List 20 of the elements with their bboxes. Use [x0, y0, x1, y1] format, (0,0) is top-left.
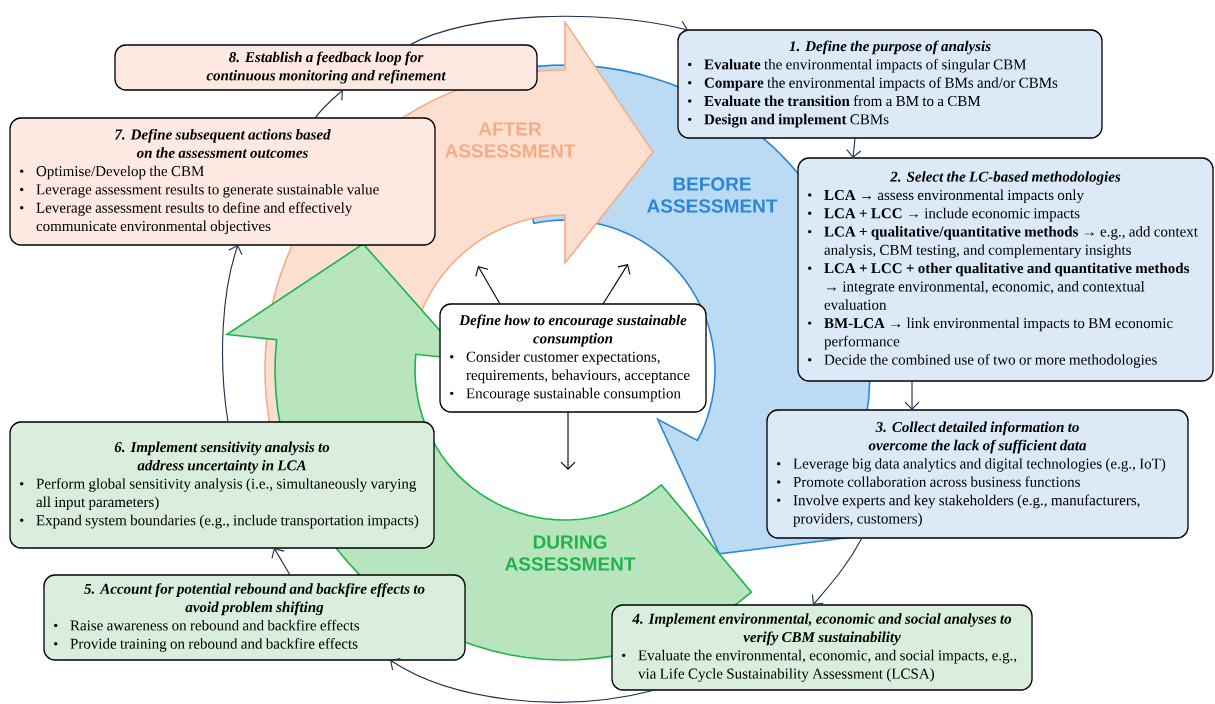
- step-box: 8. Establish a feedback loop for continuous monitoring and refinement: [114, 44, 538, 91]
- step-box: Define how to encourage sustainable consumption Consider customer expectations, requirements, behaviours, acceptance Encourage sustainable consumption: [439, 303, 707, 413]
- arrow: [222, 245, 243, 423]
- arrow: [602, 264, 631, 305]
- step-box: 2. Select the LC-based methodologies LCA → assess environmental impacts only LCA + LCC → include economic impacts LCA + qualitative/quantitative methods → e.g., add context analysis, CBM testing, and complementary insights LCA + LCC + other qualitative and quantitative methods → integrate environmental, economic, and contextual evaluation BM-LCA → link environmental impacts to BM economic performance Decide the combined use of two or more methodologies: [797, 157, 1214, 382]
- arrow: [408, 15, 688, 46]
- arrow: [811, 537, 863, 605]
- arrow: [475, 266, 501, 305]
- step-box: 4. Implement environmental, economic and social analyses to verify CBM sustainability Evaluate the environmental, economic, and social impacts, e.g., via Life Cycle Sustainability Assessment (LCSA): [611, 604, 1033, 691]
- step-box: 7. Define subsequent actions based on the assessment outcomes Optimise/Develop the CBM Leverage assessment results to generate sustainable value Leverage assessment results to define and effectively communicate environmental objectives: [9, 117, 436, 246]
- step-box: 3. Collect detailed information to overcome the lack of sufficient data Leverage big data analytics and digital technologies (e.g., IoT) Promote collaboration across business functions Involve experts and key stakeholders (e.g., manufacturers, providers, customers): [766, 409, 1189, 539]
- arrow: [904, 380, 920, 410]
- step-box: 1. Define the purpose of analysis Evaluate the environmental impacts of singular CBM Compare the environmental impacts of BMs and/or CBMs Evaluate the transition from a BM to a CBM Design and implement CBMs: [677, 29, 1103, 139]
- arrow: [846, 137, 862, 158]
- arrow: [560, 411, 576, 470]
- step-box: 5. Account for potential rebound and backfire effects to avoid problem shifting Raise awareness on rebound and backfire effects Provide training on rebound and backfire effects: [43, 574, 466, 661]
- arrow: [314, 89, 343, 119]
- arrow: [271, 548, 291, 576]
- step-box: 6. Implement sensitivity analysis to address uncertainty in LCA Perform global sensitivity analysis (i.e., simultaneously varying all input parameters) Expand system boundaries (e.g., include transportation impacts): [9, 421, 435, 549]
- arrow: [390, 657, 656, 703]
